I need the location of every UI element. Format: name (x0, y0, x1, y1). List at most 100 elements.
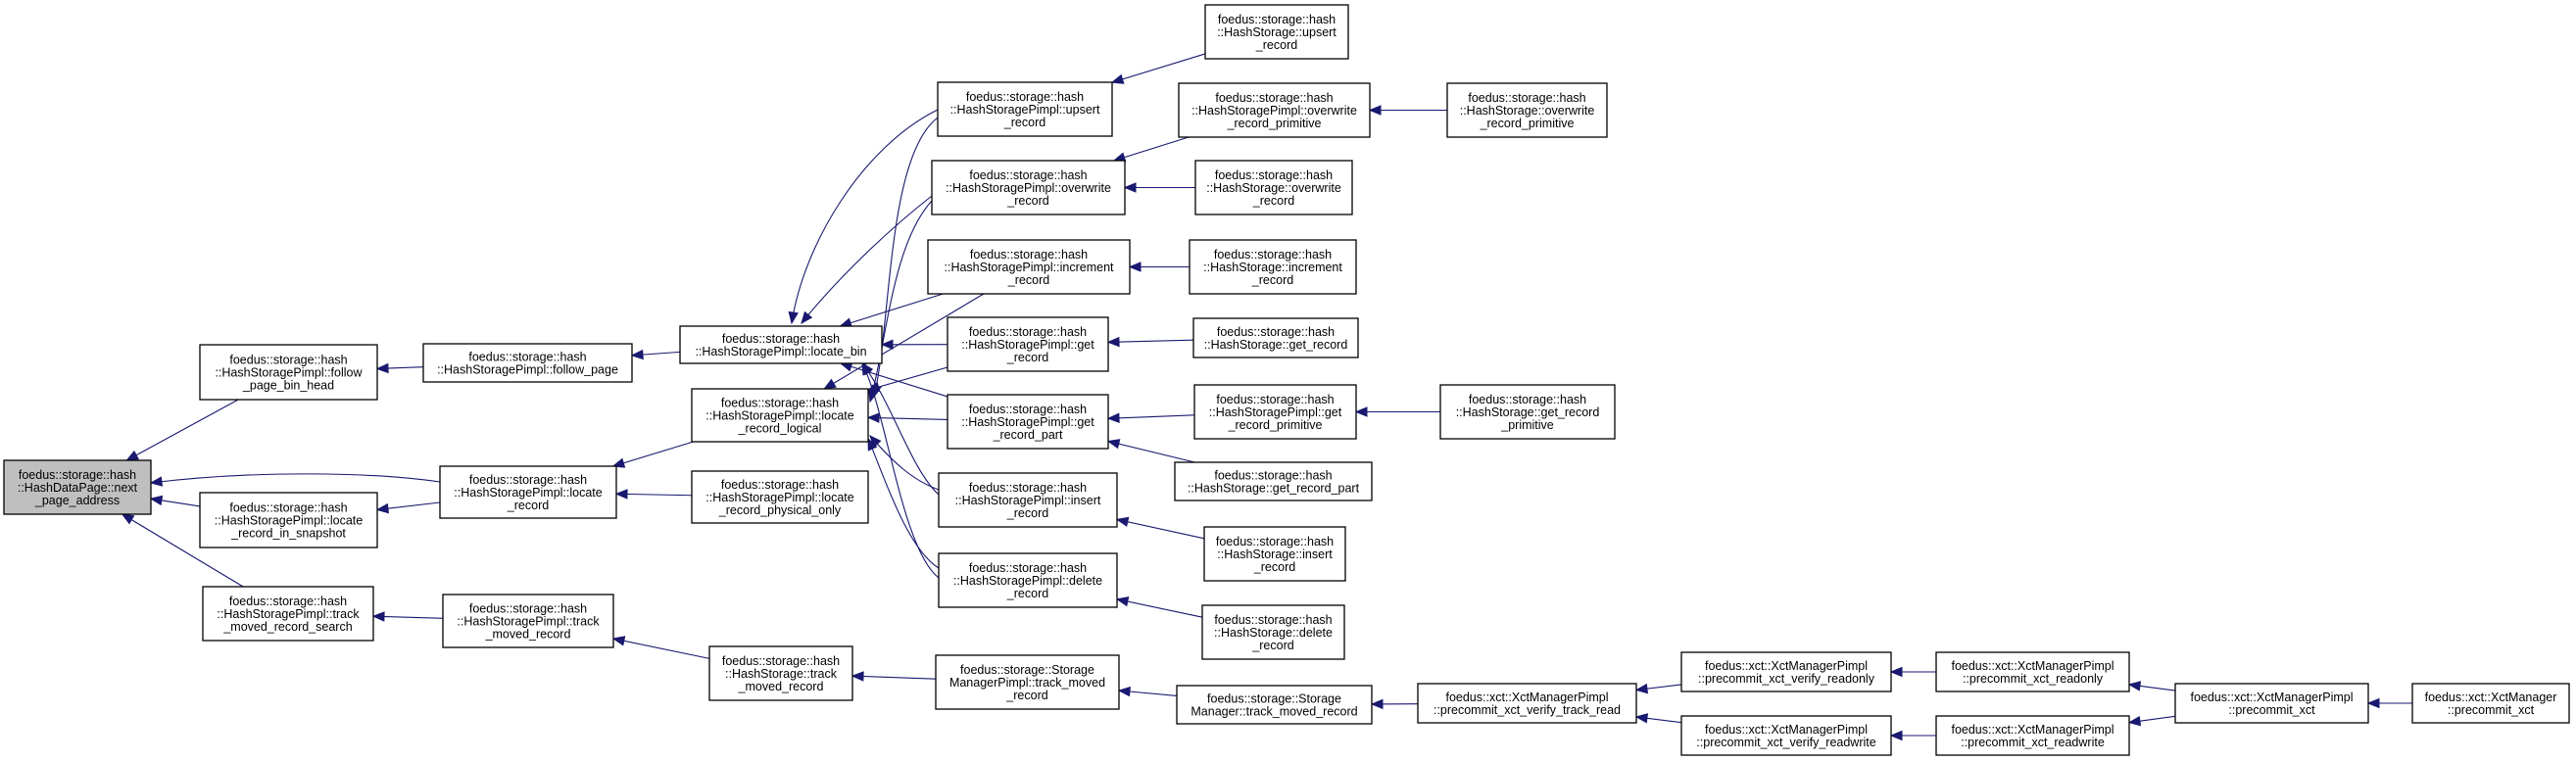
node-label-line: foedus::storage::hash (722, 654, 840, 668)
edge-lb-to-fp (630, 349, 681, 360)
node-fpbh[interactable]: foedus::storage::hash::HashStoragePimpl:… (199, 344, 378, 401)
node-label-line: ::HashStoragePimpl::delete (953, 574, 1102, 588)
node-label-line: foedus::storage::hash (229, 354, 347, 367)
node-label-line: ::HashStoragePimpl::follow (215, 366, 363, 380)
node-label-line: foedus::storage::hash (1218, 13, 1336, 26)
node-smt[interactable]: foedus::storage::StorageManager::track_m… (1176, 685, 1373, 725)
edge-line (1107, 440, 1195, 463)
edge-line (612, 441, 694, 467)
node-box (938, 552, 1118, 608)
node-label-line: ::HashStoragePimpl::get (961, 338, 1094, 352)
node-label-line: foedus::xct::XctManager (2425, 691, 2557, 704)
node-so[interactable]: foedus::storage::hash::HashStorage::over… (1194, 160, 1353, 215)
node-porp[interactable]: foedus::storage::hash::HashStoragePimpl:… (1178, 82, 1371, 138)
node-xm[interactable]: foedus::xct::XctManager::precommit_xct (2411, 683, 2570, 724)
node-su[interactable]: foedus::storage::hash::HashStorage::upse… (1204, 4, 1349, 60)
node-label-line: _record (1006, 351, 1048, 364)
edge-line (1113, 136, 1190, 162)
node-pins[interactable]: foedus::storage::hash::HashStoragePimpl:… (938, 472, 1118, 528)
node-label-line: foedus::storage::hash (722, 332, 840, 346)
edge-sgrp-to-pgrp (1354, 406, 1440, 417)
node-hstmr[interactable]: foedus::storage::hash::HashStorage::trac… (708, 645, 853, 701)
edge-line (867, 366, 948, 391)
edge-xm-to-xp (2366, 697, 2412, 709)
node-label-line: foedus::xct::XctManagerPimpl (1951, 723, 2114, 737)
edge-pinc-to-lrl (823, 293, 985, 390)
edge-arrowhead (1889, 666, 1903, 678)
node-smpt[interactable]: foedus::storage::StorageManagerPimpl::tr… (935, 654, 1120, 710)
node-fp[interactable]: foedus::storage::hash::HashStoragePimpl:… (422, 343, 633, 383)
edge-line (1116, 598, 1203, 618)
node-label-line: ::HashStorage::insert (1217, 548, 1333, 561)
edge-xp-to-xro (2127, 681, 2176, 691)
node-label-line: ::HashStoragePimpl::increment (945, 261, 1115, 274)
edge-arrowhead (375, 362, 389, 374)
edge-so-to-po (1123, 182, 1195, 193)
node-sorp[interactable]: foedus::storage::hash::HashStorage::over… (1446, 82, 1608, 138)
node-po[interactable]: foedus::storage::hash::HashStoragePimpl:… (931, 160, 1126, 215)
edge-smpt-to-hstmr (851, 671, 937, 682)
node-xvrw[interactable]: foedus::xct::XctManagerPimpl::precommit_… (1680, 715, 1892, 756)
node-xrw[interactable]: foedus::xct::XctManagerPimpl::precommit_… (1935, 715, 2130, 756)
node-lb[interactable]: foedus::storage::hash::HashStoragePimpl:… (679, 325, 883, 364)
node-label-line: ::HashStorage::overwrite (1206, 181, 1341, 195)
node-root[interactable]: foedus::storage::hash::HashDataPage::nex… (3, 459, 152, 515)
node-label-line: _record (1006, 194, 1048, 208)
node-sg[interactable]: foedus::storage::hash::HashStorage::get_… (1192, 317, 1359, 358)
node-xro[interactable]: foedus::xct::XctManagerPimpl::precommit_… (1935, 651, 2130, 692)
node-box (1189, 239, 1357, 295)
node-label-line: _record (1005, 689, 1047, 702)
edge-line (801, 195, 933, 324)
node-lris[interactable]: foedus::storage::hash::HashStoragePimpl:… (199, 492, 378, 548)
node-tmr[interactable]: foedus::storage::hash::HashStoragePimpl:… (442, 594, 614, 648)
node-lrpo[interactable]: foedus::storage::hash::HashStoragePimpl:… (691, 470, 869, 524)
node-pgp[interactable]: foedus::storage::hash::HashStoragePimpl:… (947, 394, 1109, 450)
node-pgrp[interactable]: foedus::storage::hash::HashStoragePimpl:… (1193, 384, 1357, 440)
node-lrl[interactable]: foedus::storage::hash::HashStoragePimpl:… (691, 388, 869, 443)
edge-arrowhead (2127, 715, 2142, 727)
node-box (199, 344, 378, 401)
node-sgp[interactable]: foedus::storage::hash::HashStorage::get_… (1174, 461, 1373, 501)
edge-pg-to-lb (880, 339, 948, 351)
node-label-line: ::HashStoragePimpl::get (1209, 405, 1342, 419)
node-pinc[interactable]: foedus::storage::hash::HashStoragePimpl:… (927, 239, 1131, 295)
node-box (2174, 683, 2369, 724)
node-tmrs[interactable]: foedus::storage::hash::HashStoragePimpl:… (202, 586, 374, 642)
node-box (2411, 683, 2570, 724)
node-label-line: foedus::storage::hash (966, 90, 1084, 104)
node-box (1194, 160, 1353, 215)
node-label-line: ::HashStorage::get_record (1204, 338, 1348, 352)
node-xvtr[interactable]: foedus::xct::XctManagerPimpl::precommit_… (1417, 683, 1637, 724)
edge-arrowhead (823, 378, 837, 390)
node-sgrp[interactable]: foedus::storage::hash::HashStorage::get_… (1439, 384, 1616, 440)
node-box (927, 239, 1131, 295)
node-label-line: _record (1252, 194, 1294, 208)
edge-arrowhead (149, 476, 164, 487)
edge-arrowhead (1354, 406, 1368, 417)
node-label-line: _record (1006, 587, 1048, 600)
node-pdel[interactable]: foedus::storage::hash::HashStoragePimpl:… (938, 552, 1118, 608)
edge-porp-to-po (1112, 136, 1190, 163)
node-pu[interactable]: foedus::storage::hash::HashStoragePimpl:… (937, 81, 1113, 137)
edge-xp-to-xrw (2127, 715, 2176, 727)
node-sdel[interactable]: foedus::storage::hash::HashStorage::dele… (1201, 604, 1345, 660)
edge-arrowhead (1634, 713, 1649, 724)
node-xp[interactable]: foedus::xct::XctManagerPimpl::precommit_… (2174, 683, 2369, 724)
edge-lrpo-to-lr (614, 489, 693, 500)
edge-xrw-to-xvrw (1889, 730, 1936, 741)
node-pg[interactable]: foedus::storage::hash::HashStoragePimpl:… (947, 316, 1109, 372)
node-sinc[interactable]: foedus::storage::hash::HashStorage::incr… (1189, 239, 1357, 295)
edge-pg-to-lrl (866, 366, 948, 393)
node-label-line: _record_physical_only (718, 503, 842, 517)
node-box (442, 594, 614, 648)
node-sins[interactable]: foedus::storage::hash::HashStorage::inse… (1203, 526, 1346, 582)
node-box (1439, 384, 1616, 440)
edge-arrowhead (867, 437, 878, 452)
node-xvro[interactable]: foedus::xct::XctManagerPimpl::precommit_… (1680, 651, 1892, 692)
edge-line (1116, 518, 1205, 540)
node-label-line: ::precommit_xct_verify_readonly (1698, 672, 1875, 686)
node-lr[interactable]: foedus::storage::hash::HashStoragePimpl:… (439, 465, 617, 519)
node-box (931, 160, 1126, 215)
node-label-line: _moved_record (738, 680, 824, 693)
node-label-line: _record (1007, 273, 1049, 287)
